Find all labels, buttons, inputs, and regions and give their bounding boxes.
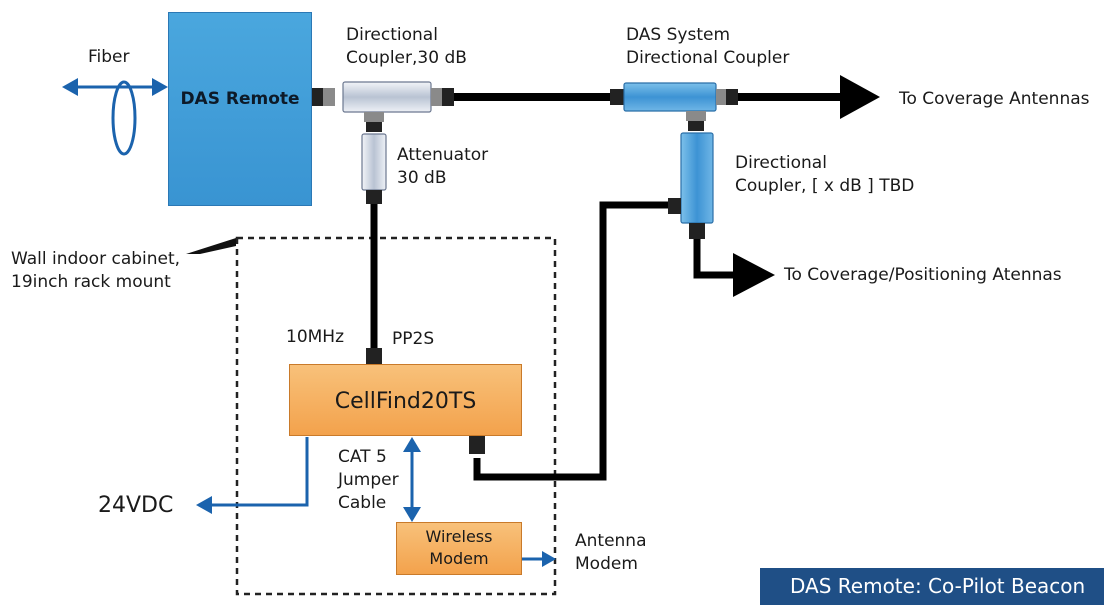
cabinet-boundary [235, 236, 557, 596]
cabinet-label: Wall indoor cabinet, 19inch rack mount [11, 249, 181, 292]
fiber-loop-icon [111, 80, 137, 156]
24vdc-label: 24VDC [98, 493, 174, 518]
wireless-modem-label: Wireless Modem [425, 527, 493, 568]
das-system-coupler-label: DAS System Directional Coupler [626, 25, 790, 68]
cellfind-label: CellFind20TS [334, 389, 477, 414]
cat5-cable-label: CAT 5 Jumper Cable [338, 447, 399, 513]
power-line [196, 437, 309, 514]
coupler-tbd [668, 132, 714, 239]
coupler-tbd-output-cable [693, 238, 775, 297]
antenna-modem-label: Antenna Modem [575, 531, 647, 574]
cellfind-to-coupler-cable [473, 201, 668, 481]
cellfind-bottom-connector [469, 436, 485, 454]
coupler-30db [310, 81, 454, 132]
to-coverage-antennas-label: To Coverage Antennas [899, 89, 1090, 109]
to-coverage-positioning-label: To Coverage/Positioning Atennas [784, 265, 1062, 285]
das-remote-label: DAS Remote [180, 89, 300, 109]
attenuator-label: Attenuator 30 dB [397, 145, 489, 188]
pp2s-label: PP2S [392, 329, 435, 349]
cabinet-pointer [186, 238, 236, 254]
antenna-modem-arrow [522, 551, 556, 567]
cellfind-top-connector [366, 348, 382, 364]
title-banner: DAS Remote: Co-Pilot Beacon [760, 568, 1104, 605]
fiber-label: Fiber [88, 47, 130, 67]
cellfind-device: CellFind20TS [289, 364, 522, 436]
das-remote-unit: DAS Remote [168, 12, 312, 206]
main-cable [450, 75, 880, 119]
attenuator-30db [361, 133, 387, 204]
fiber-arrow [62, 78, 168, 156]
10mhz-label: 10MHz [286, 327, 345, 347]
das-system-coupler [610, 82, 738, 131]
cat5-link [403, 437, 421, 522]
wireless-modem: Wireless Modem [396, 522, 522, 575]
coupler-tbd-label: Directional Coupler, [ x dB ] TBD [735, 153, 915, 196]
coupler-30db-label: Directional Coupler,30 dB [346, 25, 467, 68]
